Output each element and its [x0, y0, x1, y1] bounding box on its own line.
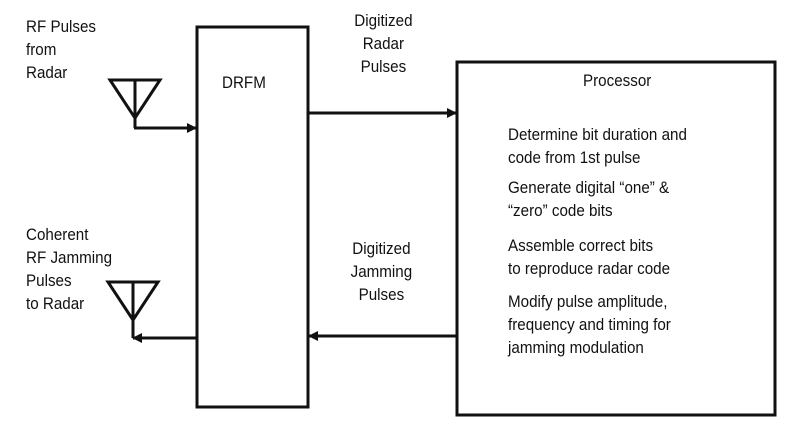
step-line: Modify pulse amplitude,: [508, 293, 668, 311]
label-line: Radar: [26, 64, 68, 82]
step-line: frequency and timing for: [508, 316, 671, 334]
rf-in-label: RF Pulses from Radar: [26, 16, 96, 85]
label-line: Pulses: [358, 286, 405, 304]
drfm-box: [195, 25, 310, 409]
drfm-label: DRFM: [222, 74, 266, 92]
step-line: Assemble correct bits: [508, 237, 654, 255]
step-line: to reproduce radar code: [508, 260, 671, 278]
step-line: Determine bit duration and: [508, 126, 687, 144]
processor-step: Modify pulse amplitude, frequency and ti…: [508, 291, 671, 360]
label-line: Radar: [362, 35, 405, 53]
step-line: “zero” code bits: [508, 202, 613, 220]
transmit-antenna-icon: [105, 280, 161, 338]
label-line: from: [26, 41, 57, 59]
digitized-radar-label: Digitized Radar Pulses: [342, 10, 425, 79]
processor-step: Assemble correct bits to reproduce radar…: [508, 235, 670, 281]
step-line: Generate digital “one” &: [508, 179, 670, 197]
label-line: RF Pulses: [26, 18, 97, 36]
label-line: to Radar: [26, 295, 85, 313]
rf-out-label: Coherent RF Jamming Pulses to Radar: [26, 224, 112, 316]
receive-antenna-icon: [107, 78, 163, 128]
processor-step: Determine bit duration and code from 1st…: [508, 124, 687, 170]
processor-box: [455, 60, 777, 417]
label-line: Jamming: [350, 263, 413, 281]
processor-step: Generate digital “one” & “zero” code bit…: [508, 177, 669, 223]
label-line: Digitized: [354, 12, 413, 30]
step-line: code from 1st pulse: [508, 149, 641, 167]
label-line: Digitized: [352, 240, 411, 258]
step-line: jamming modulation: [508, 339, 644, 357]
label-line: Pulses: [26, 272, 72, 290]
digitized-jamming-label: Digitized Jamming Pulses: [340, 238, 423, 307]
processor-title: Processor: [583, 72, 652, 90]
label-line: RF Jamming: [26, 249, 113, 267]
label-line: Pulses: [360, 58, 407, 76]
label-line: Coherent: [26, 226, 89, 244]
